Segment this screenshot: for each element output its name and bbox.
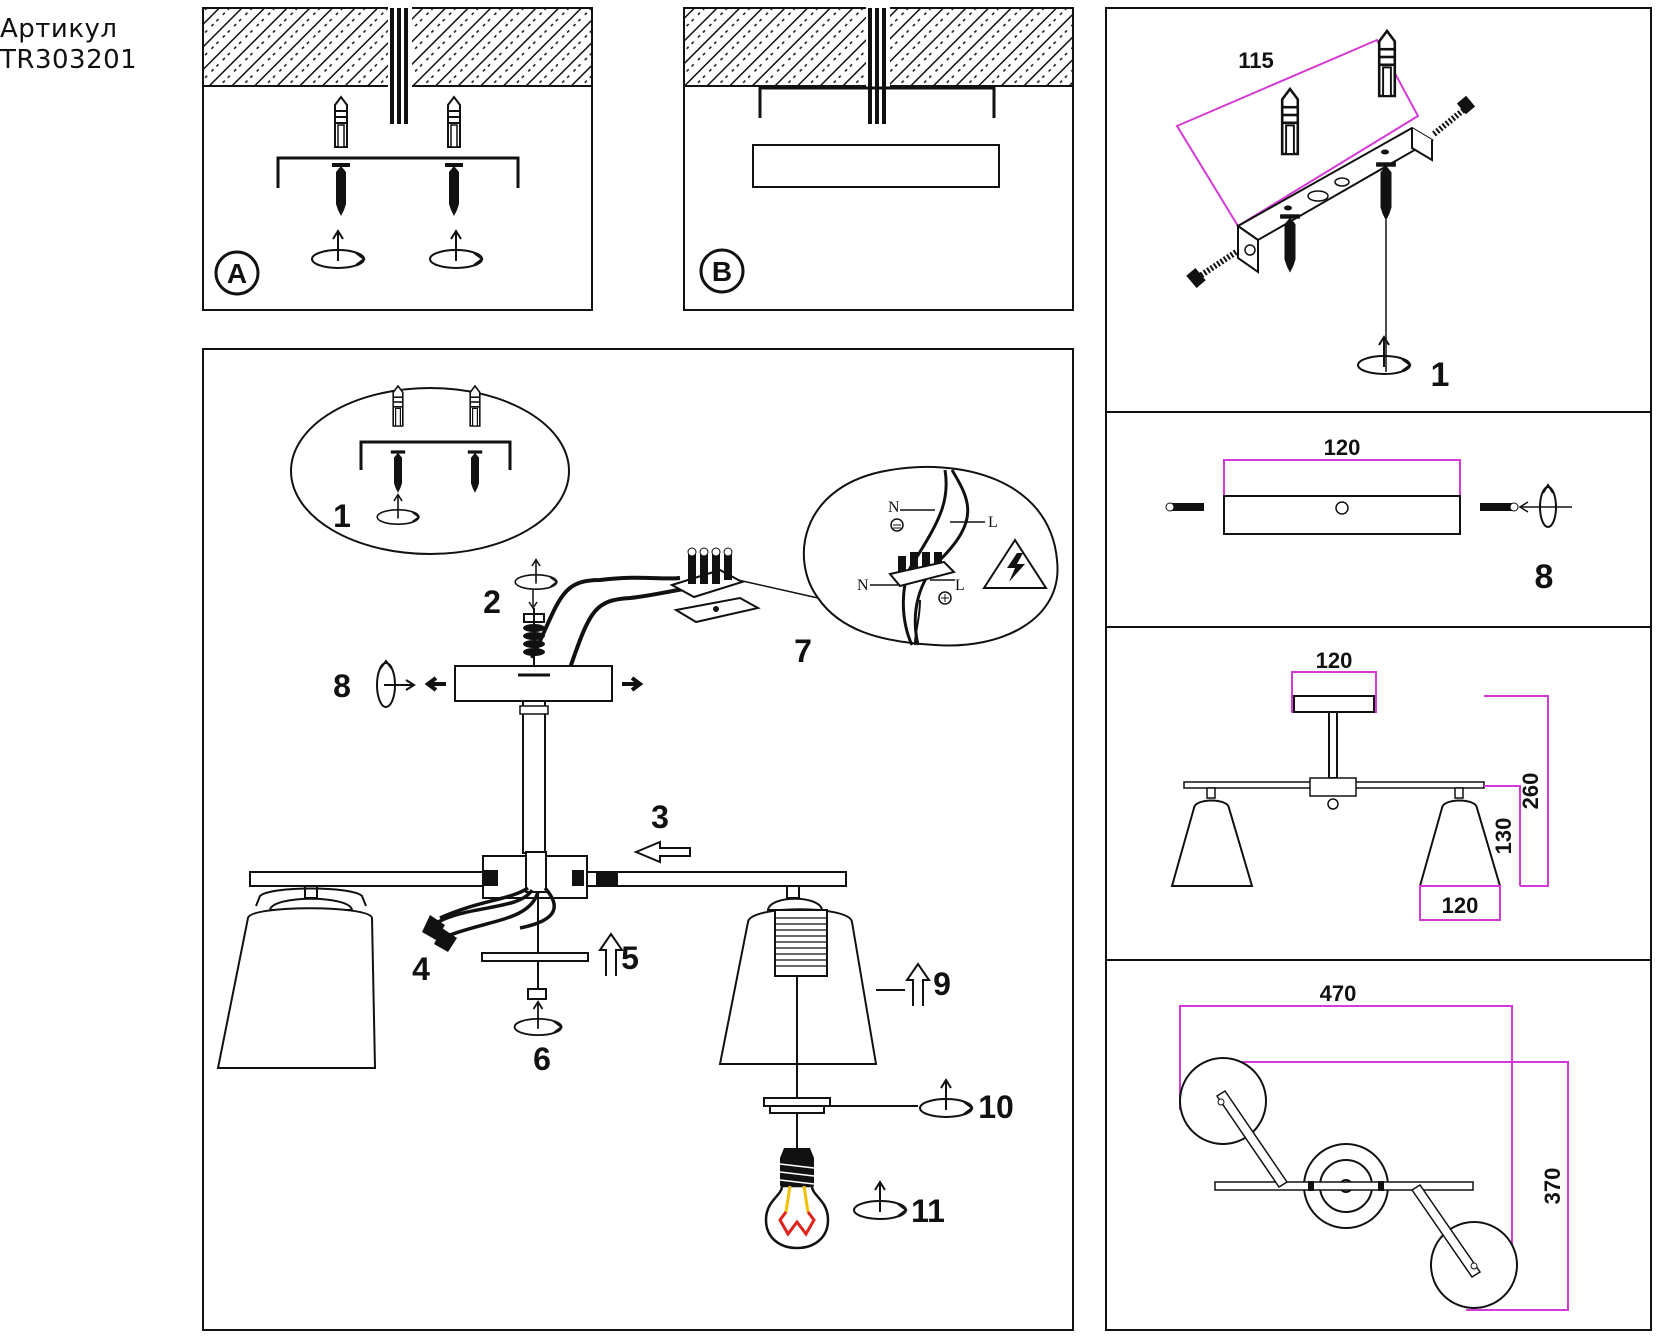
rotate-clockwise-icon bbox=[853, 1181, 907, 1220]
side-view: 120 260 130 120 bbox=[1170, 648, 1549, 921]
rotate-clockwise-icon bbox=[513, 1000, 563, 1036]
rotate-clockwise-icon bbox=[429, 230, 483, 269]
top-width: 470 bbox=[1320, 981, 1357, 1006]
rotate-clockwise-icon bbox=[514, 558, 558, 591]
cover-plate bbox=[481, 952, 589, 962]
step-10-label: 10 bbox=[978, 1089, 1014, 1125]
step-9-label: 9 bbox=[933, 966, 951, 1002]
wiring-detail: N L N L bbox=[802, 465, 1059, 647]
bracket-step-label: 1 bbox=[1431, 356, 1450, 394]
step-6-label: 6 bbox=[533, 1041, 551, 1077]
step-2-label: 2 bbox=[483, 584, 501, 620]
side-arm-height: 130 bbox=[1491, 818, 1516, 855]
rotate-clockwise-icon bbox=[919, 1079, 973, 1118]
shade-ring bbox=[763, 1097, 831, 1107]
arrow-left-icon bbox=[633, 840, 691, 864]
rotate-clockwise-icon bbox=[1357, 336, 1411, 375]
side-shade-width: 120 bbox=[1442, 893, 1479, 918]
rotate-clockwise-icon bbox=[311, 230, 365, 269]
arrow-left-icon bbox=[424, 676, 446, 692]
step-1-label: 1 bbox=[333, 498, 351, 534]
arrow-up-icon bbox=[599, 933, 623, 977]
arrow-up-icon bbox=[906, 963, 930, 1007]
side-total-height: 260 bbox=[1518, 773, 1543, 810]
top-depth: 370 bbox=[1540, 1168, 1565, 1205]
article-block: Артикул TR303201 bbox=[0, 14, 137, 76]
step-3-label: 3 bbox=[651, 799, 669, 835]
canopy bbox=[454, 665, 613, 702]
step-4-label: 4 bbox=[412, 951, 430, 987]
step-11-label: 11 bbox=[911, 1193, 945, 1229]
wire-label-n-top: N bbox=[888, 499, 900, 516]
step-8-label: 8 bbox=[333, 668, 351, 704]
left-shade bbox=[216, 885, 377, 1069]
panel-a-letter: A bbox=[227, 258, 247, 289]
light-bulb bbox=[764, 1148, 830, 1250]
plate-detail: 120 8 bbox=[1165, 435, 1572, 596]
plate-step-label: 8 bbox=[1535, 558, 1554, 596]
panel-a: A bbox=[202, 6, 593, 311]
step-7-label: 7 bbox=[794, 633, 812, 669]
panel-b-letter: B bbox=[712, 256, 732, 287]
side-top-width: 120 bbox=[1316, 648, 1353, 673]
arrow-right-icon bbox=[622, 676, 644, 692]
bracket-dimension: 115 bbox=[1238, 48, 1274, 73]
wire-label-l-top: L bbox=[988, 514, 998, 531]
article-label: Артикул bbox=[0, 14, 118, 44]
plate-dimension: 120 bbox=[1324, 435, 1361, 460]
nut-stack bbox=[523, 608, 545, 672]
stem bbox=[522, 700, 546, 854]
step-5-label: 5 bbox=[621, 940, 639, 976]
article-code: TR303201 bbox=[0, 45, 138, 75]
rotate-clockwise-icon bbox=[1539, 483, 1557, 528]
terminal-block bbox=[669, 547, 761, 624]
panel-b: B bbox=[683, 6, 1074, 311]
electric-hazard-icon bbox=[982, 538, 1048, 589]
rotate-clockwise-icon bbox=[376, 659, 416, 708]
top-view: 470 370 bbox=[1179, 981, 1569, 1311]
wire-label-l-bottom: L bbox=[955, 577, 965, 594]
main-assembly-panel: 1 N bbox=[202, 348, 1074, 1331]
wire-label-n-bottom: N bbox=[857, 577, 869, 594]
bracket-detail: 115 1 bbox=[1175, 29, 1476, 394]
